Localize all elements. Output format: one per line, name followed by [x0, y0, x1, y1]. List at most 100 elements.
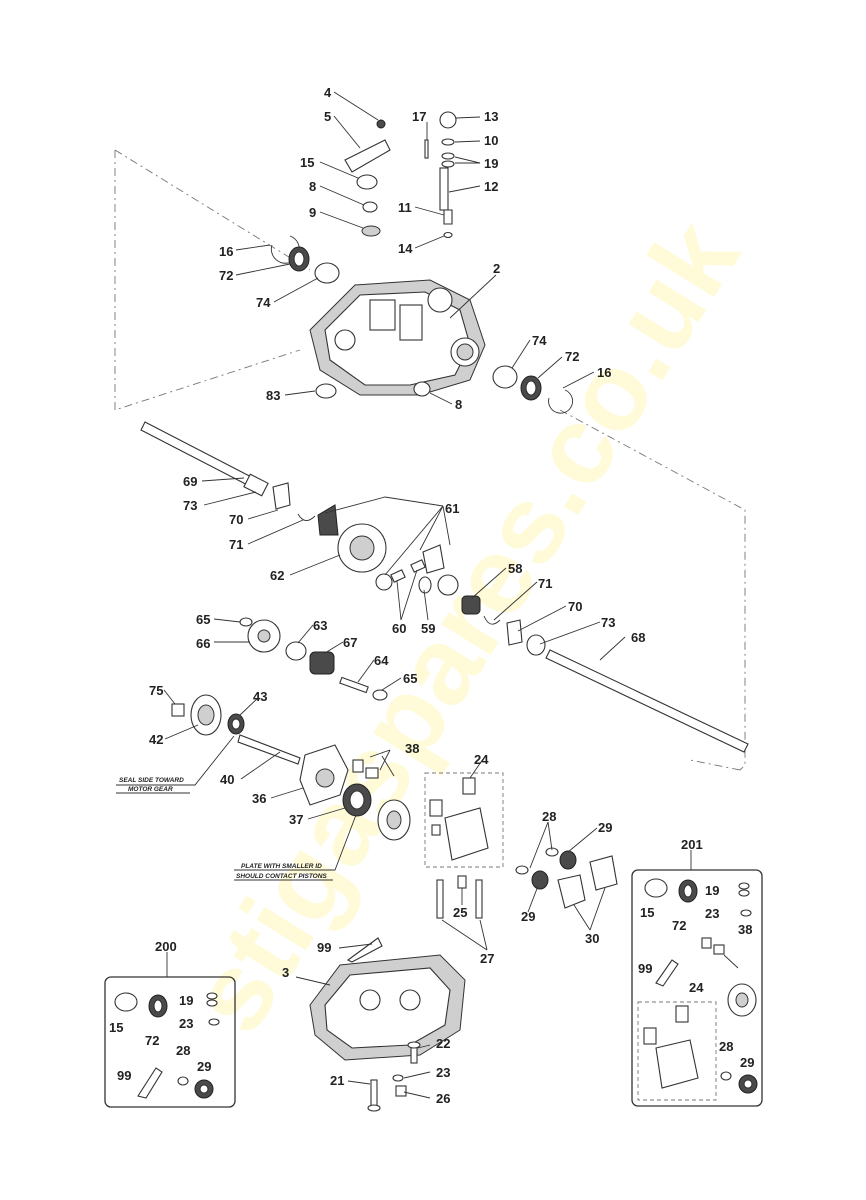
bevel-gear	[317, 504, 339, 536]
circlip-right	[548, 389, 574, 414]
callout-5: 5	[324, 109, 331, 124]
callout-23: 23	[705, 906, 719, 921]
washer-59	[418, 576, 432, 594]
callout-64: 64	[374, 653, 389, 668]
callout-30: 30	[585, 931, 599, 946]
axle-right	[545, 649, 749, 753]
seal-43	[227, 713, 245, 735]
callout-19: 19	[484, 156, 498, 171]
motor-block-36	[299, 744, 349, 806]
callout-22: 22	[436, 1036, 450, 1051]
washer-65b	[372, 689, 388, 701]
callout-11: 11	[398, 200, 412, 215]
callout-24: 24	[689, 980, 704, 995]
callout-38: 38	[738, 922, 752, 937]
planet-pinion	[375, 573, 393, 591]
callout-42: 42	[149, 732, 163, 747]
bolt-21	[367, 1079, 381, 1112]
callout-29: 29	[521, 909, 535, 924]
callout-71: 71	[538, 576, 552, 591]
callout-10: 10	[484, 133, 498, 148]
callout-66: 66	[196, 636, 210, 651]
callout-61: 61	[445, 501, 459, 516]
o-ring-8b	[413, 381, 431, 397]
callout-8: 8	[455, 397, 462, 412]
kit-201-box	[631, 869, 763, 1107]
callout-62: 62	[270, 568, 284, 583]
small-plug	[356, 174, 378, 190]
bolt-22	[407, 1041, 421, 1064]
callout-69: 69	[183, 474, 197, 489]
callout-29: 29	[197, 1059, 211, 1074]
assembly-guides	[114, 149, 746, 771]
plate-note: PLATE WITH SMALLER ID SHOULD CONTACT PIS…	[234, 814, 357, 881]
callout-75: 75	[149, 683, 163, 698]
callout-68: 68	[631, 630, 645, 645]
callout-72: 72	[672, 918, 686, 933]
plate-note-line2: SHOULD CONTACT PISTONS	[236, 873, 327, 880]
callout-26: 26	[436, 1091, 450, 1106]
callout-15: 15	[300, 155, 314, 170]
callout-73: 73	[183, 498, 197, 513]
callout-99: 99	[638, 961, 652, 976]
callout-23: 23	[436, 1065, 450, 1080]
callout-63: 63	[313, 618, 327, 633]
callout-23: 23	[179, 1016, 193, 1031]
callout-60: 60	[392, 621, 406, 636]
callout-9: 9	[309, 205, 316, 220]
cylinder-block	[377, 799, 411, 841]
valve-stem	[424, 111, 457, 239]
callout-28: 28	[542, 809, 556, 824]
plug-26	[395, 1085, 407, 1097]
callout-74: 74	[532, 333, 547, 348]
bearing-58	[461, 595, 481, 615]
callout-28: 28	[719, 1039, 733, 1054]
pin-60	[390, 569, 406, 583]
washer-23c	[392, 1074, 404, 1082]
kit-200-box	[104, 976, 236, 1108]
callout-70: 70	[568, 599, 582, 614]
callout-83: 83	[266, 388, 280, 403]
thrust-73b	[526, 634, 546, 656]
callout-70: 70	[229, 512, 243, 527]
pin-64	[339, 676, 369, 694]
callout-25: 25	[453, 905, 467, 920]
callout-67: 67	[343, 635, 357, 650]
callout-74: 74	[256, 295, 271, 310]
motor-shaft-40	[237, 734, 301, 765]
upper-housing	[309, 279, 486, 396]
callout-58: 58	[508, 561, 522, 576]
callout-15: 15	[109, 1020, 123, 1035]
callout-28: 28	[176, 1043, 190, 1058]
callout-40: 40	[220, 772, 234, 787]
plate-note-line1: PLATE WITH SMALLER ID	[241, 863, 322, 870]
bushing-left	[314, 262, 340, 284]
cover-plate	[344, 139, 391, 173]
callout-labels: 4 5 15 8 9 16 72 74 17 13 10 19 12 11 14…	[109, 85, 754, 1106]
callout-65: 65	[403, 671, 417, 686]
bolt-top	[376, 119, 386, 129]
callout-99: 99	[317, 940, 331, 955]
gear-67	[309, 651, 335, 675]
callout-200: 200	[155, 939, 177, 954]
bushing-63	[285, 641, 307, 661]
callout-37: 37	[289, 812, 303, 827]
callout-16: 16	[597, 365, 611, 380]
callout-13: 13	[484, 109, 498, 124]
callout-71: 71	[229, 537, 243, 552]
seal-note-line1: SEAL SIDE TOWARD	[119, 777, 184, 784]
callout-8: 8	[309, 179, 316, 194]
clip-71b	[483, 615, 501, 625]
callout-16: 16	[219, 244, 233, 259]
washer-9	[361, 225, 381, 237]
callout-15: 15	[640, 905, 654, 920]
bushing-right	[492, 365, 518, 389]
callout-14: 14	[398, 241, 413, 256]
seal-note-line2: MOTOR GEAR	[128, 786, 173, 793]
callout-43: 43	[253, 689, 267, 704]
sealant-99	[346, 937, 383, 963]
bolts-27	[436, 875, 483, 919]
callout-4: 4	[324, 85, 332, 100]
bypass-valve-30	[515, 847, 618, 909]
